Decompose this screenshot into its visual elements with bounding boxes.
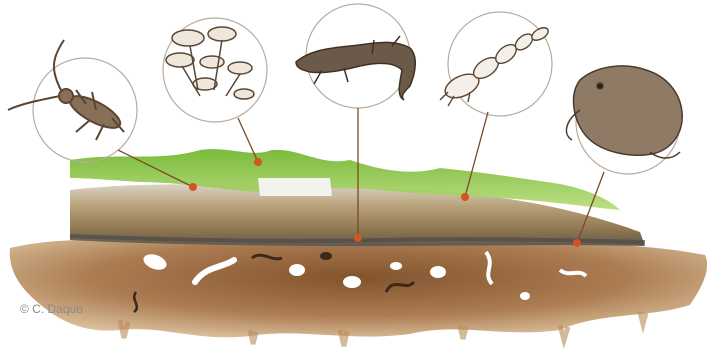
toad [566,66,682,158]
moss-gap [258,178,332,196]
mushrooms [166,27,254,99]
beetle-larva [440,25,550,106]
longhorn-beetle [8,40,124,140]
photo-credit: © C. Daquo [20,302,83,316]
soil-layer [10,238,707,338]
